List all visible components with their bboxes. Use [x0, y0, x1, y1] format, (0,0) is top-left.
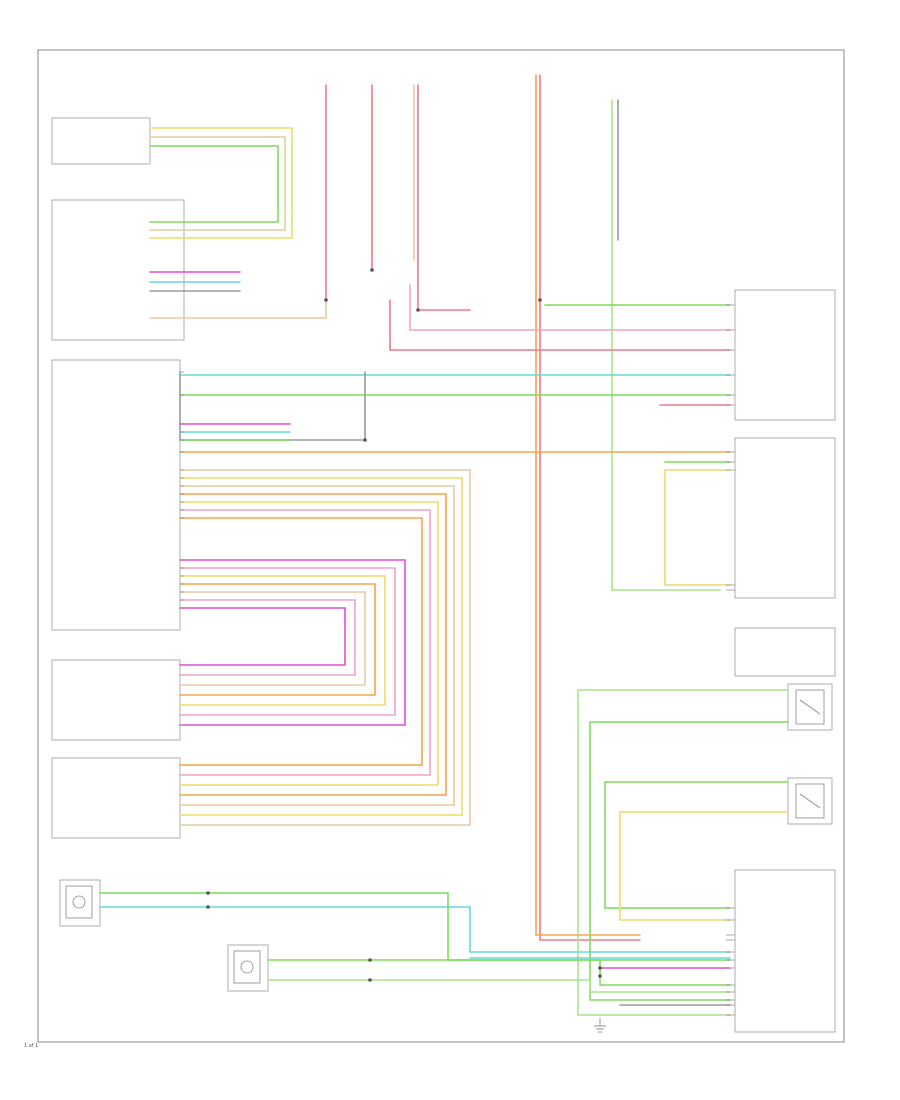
control-module-upper-box	[51, 359, 181, 631]
pedal-sensor-box	[51, 659, 181, 741]
front-sensor-left-box	[59, 879, 101, 927]
radar-sensor-right-box	[787, 683, 833, 731]
page-label: 1 of 1	[24, 1043, 39, 1049]
right-module-mid-box	[734, 437, 836, 599]
ground-symbol	[594, 1018, 606, 1033]
bottom-sensor-wires	[99, 892, 731, 1006]
brake-switch-box	[734, 627, 836, 677]
radar-wires	[577, 689, 789, 1016]
top-fuse-feeds	[325, 74, 721, 941]
accelerator-sensor-box	[51, 757, 181, 839]
splice-points	[206, 268, 602, 982]
steering-control-switch-box	[51, 117, 151, 165]
pedal-sensor-bus-wires	[179, 559, 406, 726]
main-module-wires	[179, 371, 731, 586]
steering-module-outputs	[149, 271, 731, 351]
right-module-upper-box	[734, 289, 836, 421]
steering-control-module-box	[51, 199, 185, 341]
steering-switch-wires	[149, 127, 293, 239]
connector-pins-left	[180, 371, 184, 609]
radar-sensor-right2-box	[787, 777, 833, 825]
sensor-icon	[65, 689, 825, 984]
accelerator-bus-wires	[179, 469, 471, 826]
connector-pins-right	[726, 304, 735, 1016]
diagram-border	[37, 49, 845, 1043]
engine-module-box	[734, 869, 836, 1033]
front-sensor-right-box	[227, 944, 269, 992]
